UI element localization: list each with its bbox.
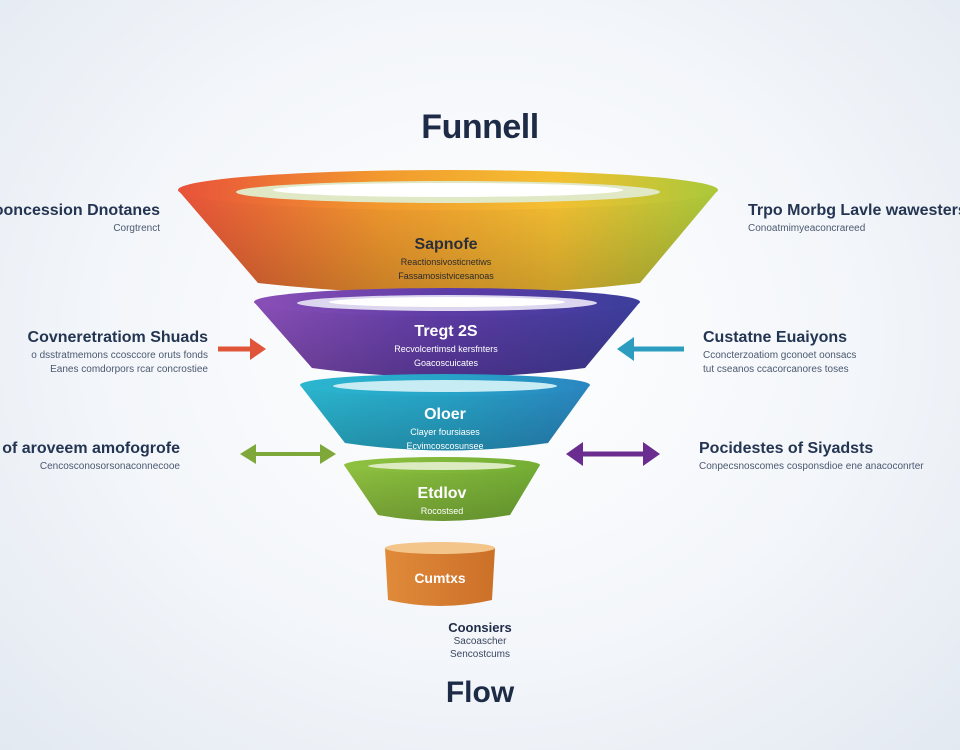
stage-1-line-2: Fassamosistvicesanoas (398, 271, 494, 281)
bottom-label-line-1: Sacoascher (453, 636, 507, 647)
stage-4-name: Etdlov (417, 485, 467, 502)
side-note-left-2-heading: Covneretratiom Shuads (27, 329, 208, 346)
stage-4-label: Etdlov Rocostsed (342, 485, 542, 517)
bottom-label-name: Coonsiers (448, 620, 512, 635)
stage-5-body (385, 548, 495, 606)
funnel-stage-4 (344, 457, 540, 521)
side-note-left-1-heading: Cooncession Dnotanes (0, 202, 160, 219)
arrow-left-2 (240, 444, 336, 464)
stage-1-name: Sapnofe (414, 236, 478, 253)
stage-1-label: Sapnofe Reactionsivosticnetiws Fassamosi… (346, 236, 546, 282)
bottom-label-line-2: Sencostcums (449, 649, 511, 660)
side-note-left-1: Cooncession Dnotanes Corgtrenct (0, 202, 160, 234)
stage-2-label: Tregt 2S Recvolcertimsd kersfnters Goaco… (346, 323, 546, 369)
stage-5-name: Cumtxs (414, 570, 466, 586)
stage-3-opening (333, 380, 557, 392)
funnel-stage-3 (300, 374, 590, 451)
stage-1-line-1: Reactionsivosticnetiws (400, 257, 492, 267)
side-note-left-3-sub-1: Cencosconosorsonaconnecooe (39, 461, 180, 472)
stage-2-line-1: Recvolcertimsd kersfnters (394, 344, 498, 354)
side-note-right-1: Trpo Morbg Lavle wawestersrs Conoatmimye… (748, 202, 960, 234)
stage-1-opening-inner (273, 183, 623, 197)
side-note-right-3-sub-1: Conpecsnoscomes cosponsdioe ene anacocon… (699, 461, 924, 472)
side-note-left-2: Covneretratiom Shuads o dsstratmemons cc… (0, 329, 208, 375)
stage-2-line-2: Goacoscuicates (413, 358, 479, 368)
stage-3-label: Oloer Clayer foursiases Ecvimcoscosunsee (345, 406, 545, 452)
side-note-right-1-sub-1: Conoatmimyeaconcrareed (748, 223, 866, 234)
side-note-right-2-sub-1: Cconcterzoatiom gconoet oonsacs (703, 350, 857, 361)
stage-3-name: Oloer (424, 406, 466, 423)
side-note-right-3-heading: Pocidestes of Siyadsts (699, 440, 874, 457)
side-note-left-2-sub-2: Eanes comdorpors rcar concrostiee (50, 364, 208, 375)
funnel-stage-2 (254, 288, 640, 377)
stage-3-line-2: Ecvimcoscosunsee (406, 441, 484, 451)
stage-3-shade (300, 385, 590, 451)
side-note-left-2-sub-1: o dsstratmemons ccosccore oruts fonds (31, 350, 208, 361)
side-note-right-2-heading: Custatne Euaiyons (703, 329, 848, 346)
arrow-right-1 (617, 337, 684, 361)
stage-1-shade (178, 190, 718, 294)
stage-2-name: Tregt 2S (414, 323, 478, 340)
stage-4-shade (344, 465, 540, 521)
stage-4-line-1: Rocostsed (420, 506, 464, 516)
side-note-right-3: Pocidestes of Siyadsts Conpecsnoscomes c… (699, 440, 957, 472)
funnel-stage-5 (385, 542, 495, 606)
diagram-footer: Flow (445, 676, 515, 709)
arrow-left-1 (218, 338, 266, 360)
stage-5-rim (385, 542, 495, 554)
stage-5-label: Cumtxs (340, 570, 540, 586)
stage-2-shade (254, 302, 640, 377)
bottom-label: Coonsiers Sacoascher Sencostcums (340, 620, 620, 661)
side-note-right-1-heading: Trpo Morbg Lavle wawestersrs (748, 202, 960, 219)
side-note-right-2-sub-2: tut cseanos ccacorcanores toses (703, 364, 849, 375)
side-note-left-3: of aroveem amofogrofe Cencosconosorsonac… (0, 440, 180, 472)
stage-3-line-1: Clayer foursiases (410, 427, 480, 437)
side-note-left-3-heading: of aroveem amofogrofe (2, 440, 180, 457)
stage-2-opening-inner (329, 297, 565, 307)
arrow-right-2 (566, 442, 660, 466)
side-note-right-2: Custatne Euaiyons Cconcterzoatiom gconoe… (703, 329, 953, 375)
side-note-left-1-sub-1: Corgtrenct (113, 223, 160, 234)
stage-4-opening (368, 462, 516, 470)
diagram-title: Funnell (421, 108, 539, 146)
funnel-stage-1 (178, 170, 718, 294)
